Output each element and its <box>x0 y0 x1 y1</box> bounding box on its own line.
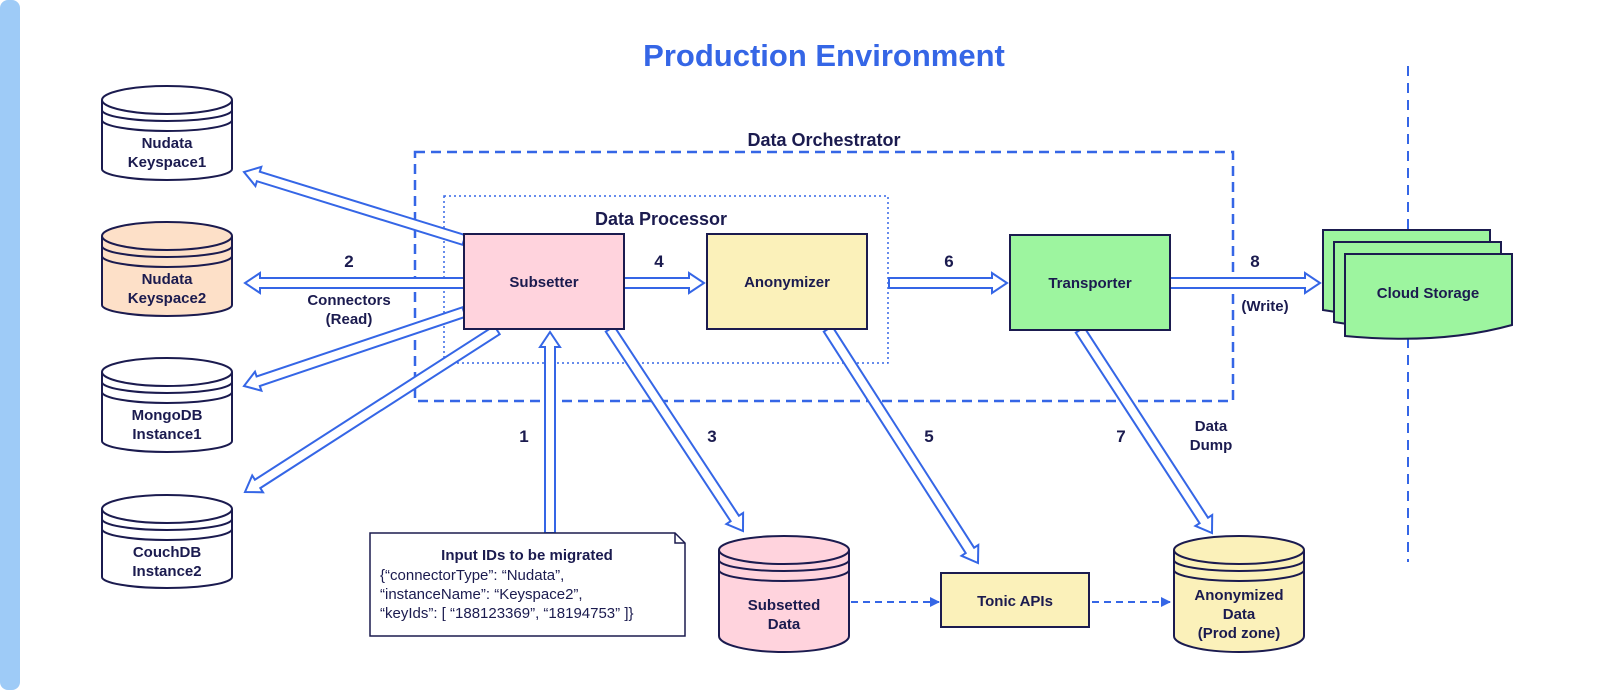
step-3-label: 3 <box>707 427 716 446</box>
data-orchestrator-label: Data Orchestrator <box>747 130 900 150</box>
connector-to-mongodb-arrow <box>242 306 467 393</box>
step-1-label: 1 <box>519 427 528 446</box>
db-label-line1: Nudata <box>142 271 193 288</box>
subsetter-box[interactable]: Subsetter <box>463 233 625 330</box>
db-label-line2: Keyspace1 <box>128 154 206 171</box>
tonic-apis-box[interactable]: Tonic APIs <box>940 572 1090 628</box>
db-label-line2: Instance1 <box>132 426 201 443</box>
input-note-line2: “instanceName”: “Keyspace2”, <box>380 586 583 603</box>
data-dump-label-line1: Data <box>1195 418 1228 435</box>
db-nudata-keyspace1: Nudata Keyspace1 <box>101 85 233 181</box>
data-processor-label: Data Processor <box>595 209 727 229</box>
transporter-to-anonymized-arrow <box>1074 325 1214 535</box>
flow-arrows <box>242 165 1322 565</box>
transporter-to-cloud-arrow <box>1169 271 1322 295</box>
store-label-line1: Anonymized <box>1194 587 1283 604</box>
store-label-line2: Data <box>1223 606 1256 623</box>
transporter-label: Transporter <box>1048 275 1132 292</box>
tonic-apis-label: Tonic APIs <box>977 593 1053 610</box>
step-7-label: 7 <box>1116 427 1125 446</box>
db-label-line2: Keyspace2 <box>128 290 206 307</box>
store-label-line3: (Prod zone) <box>1198 625 1281 642</box>
db-nudata-keyspace2: Nudata Keyspace2 <box>101 221 233 317</box>
input-note-line1: {“connectorType”: “Nudata”, <box>380 567 564 584</box>
db-mongodb-instance1: MongoDB Instance1 <box>101 357 233 453</box>
subsetted-data-store: Subsetted Data <box>718 535 850 653</box>
anonymizer-label: Anonymizer <box>744 274 830 291</box>
data-dump-label-line2: Dump <box>1190 437 1233 454</box>
connector-to-keyspace2-arrow <box>243 271 465 295</box>
data-orchestrator-group <box>413 150 1235 403</box>
anonymizer-box[interactable]: Anonymizer <box>706 233 868 330</box>
step-4-label: 4 <box>654 252 664 271</box>
connectors-label-line1: Connectors <box>307 292 390 309</box>
cloud-storage-label: Cloud Storage <box>1377 285 1480 302</box>
db-label-line1: Nudata <box>142 135 193 152</box>
db-couchdb-instance2: CouchDB Instance2 <box>101 494 233 589</box>
data-processor-group <box>443 195 889 364</box>
step-6-label: 6 <box>944 252 953 271</box>
connector-to-keyspace1-arrow <box>242 165 467 247</box>
input-ids-note: Input IDs to be migrated {“connectorType… <box>369 532 686 637</box>
transporter-box[interactable]: Transporter <box>1009 234 1171 331</box>
diagram-title: Production Environment <box>643 38 1005 73</box>
cloud-storage-stack[interactable]: Cloud Storage <box>1322 229 1513 340</box>
step-2-label: 2 <box>344 252 353 271</box>
anonymizer-to-transporter-arrow <box>888 271 1009 295</box>
subsetter-to-anonymizer-arrow <box>623 271 706 295</box>
step-5-label: 5 <box>924 427 933 446</box>
connector-to-couchdb-arrow <box>243 324 502 494</box>
side-bar <box>0 0 20 690</box>
db-label-line2: Instance2 <box>132 563 201 580</box>
input-to-subsetter-arrow <box>538 330 562 534</box>
subsetter-to-subsetted-arrow <box>604 324 745 533</box>
anonymized-data-store: Anonymized Data (Prod zone) <box>1173 535 1305 653</box>
subsetter-label: Subsetter <box>509 274 578 291</box>
db-label-line1: MongoDB <box>132 407 203 424</box>
step-8-label: 8 <box>1250 252 1259 271</box>
connectors-label-line2: (Read) <box>326 311 373 328</box>
store-label-line2: Data <box>768 616 801 633</box>
input-note-line3: “keyIds”: [ “188123369”, “18194753” ]} <box>380 605 634 622</box>
anonymizer-to-tonic-arrow <box>822 324 980 565</box>
store-label-line1: Subsetted <box>748 597 821 614</box>
input-note-heading: Input IDs to be migrated <box>441 547 613 564</box>
write-label: (Write) <box>1241 298 1288 315</box>
db-label-line1: CouchDB <box>133 544 201 561</box>
